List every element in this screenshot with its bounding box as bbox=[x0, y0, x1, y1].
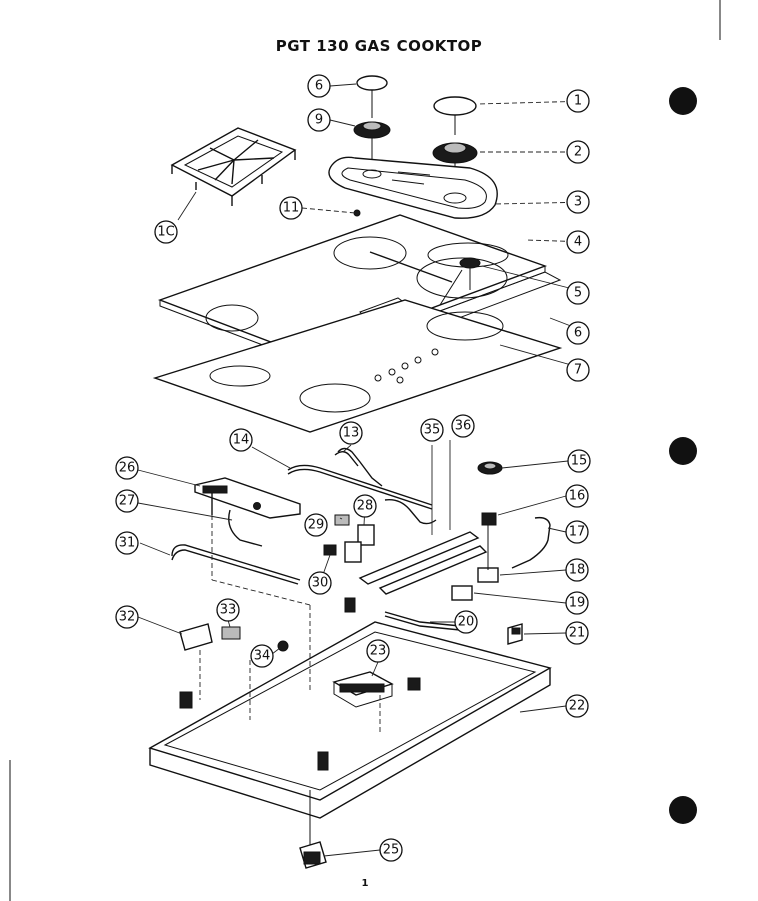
callout-4: 4 bbox=[566, 230, 590, 254]
svg-text:5: 5 bbox=[574, 286, 582, 301]
part-control-knob bbox=[477, 461, 503, 475]
svg-text:17: 17 bbox=[569, 525, 586, 540]
callout-7: 7 bbox=[566, 358, 590, 382]
callout-14: 14 bbox=[229, 428, 253, 452]
svg-text:34: 34 bbox=[254, 649, 271, 664]
svg-text:30: 30 bbox=[312, 576, 329, 591]
part-burner-pan bbox=[328, 156, 498, 219]
page-number: 1 bbox=[361, 878, 369, 889]
callout-6-top: 6 bbox=[307, 74, 331, 98]
svg-text:22: 22 bbox=[569, 699, 586, 714]
callout-23: 23 bbox=[366, 639, 390, 663]
callout-34: 34 bbox=[250, 644, 274, 668]
part-manifold bbox=[358, 440, 488, 595]
svg-text:26: 26 bbox=[119, 461, 136, 476]
svg-text:35: 35 bbox=[424, 423, 441, 438]
callout-11: 11 bbox=[279, 196, 303, 220]
svg-text:23: 23 bbox=[370, 644, 387, 659]
part-brackets bbox=[179, 597, 523, 869]
callout-10: 1C bbox=[154, 220, 178, 244]
callout-6-lower: 6 bbox=[566, 321, 590, 345]
svg-text:36: 36 bbox=[455, 419, 472, 434]
svg-text:31: 31 bbox=[119, 536, 136, 551]
callout-21: 21 bbox=[565, 621, 589, 645]
callout-33: 33 bbox=[216, 598, 240, 622]
callout-2: 2 bbox=[566, 140, 590, 164]
part-gas-valves bbox=[323, 512, 499, 601]
part-burner-cap-small bbox=[356, 75, 388, 118]
diagram-title: PGT 130 GAS COOKTOP bbox=[275, 37, 483, 55]
svg-text:3: 3 bbox=[574, 195, 582, 210]
svg-text:27: 27 bbox=[119, 494, 136, 509]
callout-17: 17 bbox=[565, 520, 589, 544]
svg-text:19: 19 bbox=[569, 596, 586, 611]
svg-text:2: 2 bbox=[574, 145, 582, 160]
callout-25: 25 bbox=[379, 838, 403, 862]
part-burner-head-large bbox=[432, 142, 478, 195]
binder-hole bbox=[669, 87, 697, 115]
callout-5: 5 bbox=[566, 281, 590, 305]
part-base-plate bbox=[152, 299, 563, 433]
callout-29: 29 bbox=[304, 513, 328, 537]
callout-32: 32 bbox=[115, 605, 139, 629]
svg-text:16: 16 bbox=[569, 489, 586, 504]
svg-text:6: 6 bbox=[574, 326, 582, 341]
callout-27: 27 bbox=[115, 489, 139, 513]
svg-text:11: 11 bbox=[283, 201, 300, 216]
callout-26: 26 bbox=[115, 456, 139, 480]
callout-1: 1 bbox=[566, 89, 590, 113]
part-burner-cap-large bbox=[433, 96, 477, 135]
svg-text:32: 32 bbox=[119, 610, 136, 625]
svg-text:14: 14 bbox=[233, 433, 250, 448]
svg-text:15: 15 bbox=[571, 454, 588, 469]
callout-3: 3 bbox=[566, 190, 590, 214]
svg-text:28: 28 bbox=[357, 499, 374, 514]
callout-9: 9 bbox=[307, 108, 331, 132]
svg-text:7: 7 bbox=[574, 363, 582, 378]
callout-13: 13 bbox=[339, 421, 363, 445]
svg-text:9: 9 bbox=[315, 113, 323, 128]
part-gas-tubes bbox=[171, 447, 551, 631]
svg-text:29: 29 bbox=[308, 518, 325, 533]
callout-22: 22 bbox=[565, 694, 589, 718]
svg-text:20: 20 bbox=[458, 615, 475, 630]
callout-15: 15 bbox=[567, 449, 591, 473]
callout-18: 18 bbox=[565, 558, 589, 582]
part-burner-ring bbox=[439, 257, 481, 306]
svg-text:6: 6 bbox=[315, 79, 323, 94]
binder-hole bbox=[669, 796, 697, 824]
svg-text:33: 33 bbox=[220, 603, 237, 618]
svg-text:25: 25 bbox=[383, 843, 400, 858]
callout-20: 20 bbox=[454, 610, 478, 634]
part-screw bbox=[353, 209, 361, 217]
svg-text:21: 21 bbox=[569, 626, 586, 641]
binder-hole bbox=[669, 437, 697, 465]
svg-text:18: 18 bbox=[569, 563, 586, 578]
part-ignition-switch-assembly bbox=[194, 477, 301, 519]
svg-text:1: 1 bbox=[574, 94, 582, 109]
svg-text:4: 4 bbox=[574, 235, 582, 250]
callout-16: 16 bbox=[565, 484, 589, 508]
part-burner-grate bbox=[170, 127, 297, 206]
callout-30: 30 bbox=[308, 571, 332, 595]
callout-28: 28 bbox=[353, 494, 377, 518]
callout-31: 31 bbox=[115, 531, 139, 555]
part-bottom-tray bbox=[148, 621, 552, 850]
svg-text:1C: 1C bbox=[157, 225, 174, 240]
callout-19: 19 bbox=[565, 591, 589, 615]
callout-35: 35 bbox=[420, 418, 444, 442]
svg-text:13: 13 bbox=[343, 426, 360, 441]
callout-36: 36 bbox=[451, 414, 475, 438]
part-control-board bbox=[332, 671, 421, 708]
